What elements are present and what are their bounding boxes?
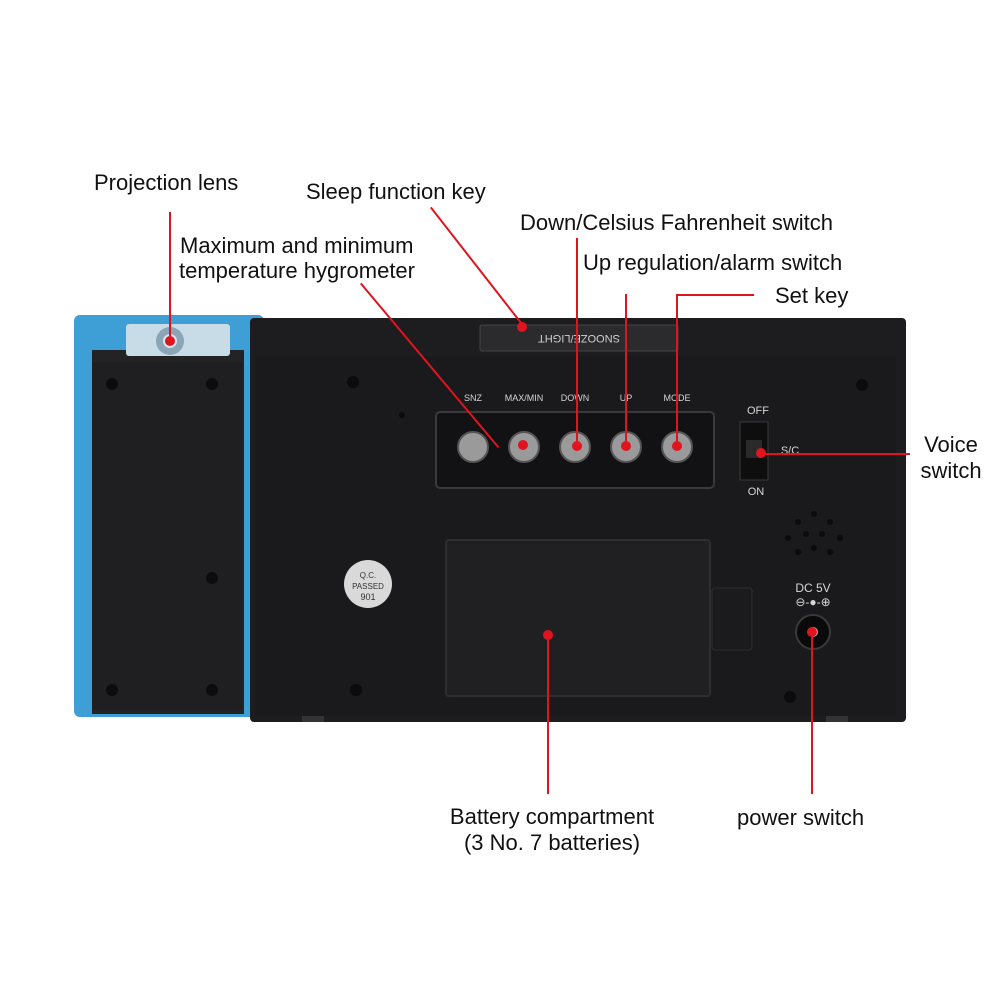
down-pointer	[576, 238, 578, 446]
slide-sc-text: S/C	[781, 445, 799, 457]
projector-module	[74, 315, 264, 717]
power-switch-dot	[807, 627, 817, 637]
battery-label-line1: Battery compartment	[449, 804, 655, 829]
device-button-label: DOWN	[561, 393, 590, 403]
set-key-pointer-v	[676, 294, 678, 446]
device-button-snz	[457, 431, 489, 463]
up-dot	[621, 441, 631, 451]
projection-lens-pointer	[169, 212, 171, 340]
power-switch-label: power switch	[737, 805, 865, 830]
device-button-label: SNZ	[464, 393, 483, 403]
voice-switch-pointer	[760, 453, 910, 455]
sleep-function-key-label: Sleep function key	[306, 179, 486, 204]
battery-label-line2: (3 No. 7 batteries)	[463, 830, 641, 855]
sleep-key-dot	[517, 322, 527, 332]
voice-switch-dot	[756, 448, 766, 458]
battery-pointer	[547, 634, 549, 794]
up-pointer	[625, 294, 627, 446]
set-key-label: Set key	[775, 283, 849, 308]
dc-label-text: DC 5V	[795, 581, 830, 595]
snooze-bar-text: SNOOZE/LIGHT	[538, 332, 620, 344]
slide-off-text: OFF	[747, 405, 769, 417]
projection-lens-dot	[165, 336, 175, 346]
device-button-label: MAX/MIN	[505, 393, 544, 403]
dc-polarity-icon: ⊖-●-⊕	[795, 595, 830, 609]
voice-switch-label-line1: Voice	[924, 432, 978, 457]
qc-line2: PASSED	[352, 582, 384, 591]
battery-dot	[543, 630, 553, 640]
maxmin-label-line2: temperature hygrometer	[179, 258, 415, 283]
set-key-dot	[672, 441, 682, 451]
down-celsius-label: Down/Celsius Fahrenheit switch	[520, 210, 834, 235]
qc-line1: Q.C.	[360, 571, 376, 580]
power-switch-pointer	[811, 634, 813, 794]
slide-on-text: ON	[748, 486, 765, 498]
projection-lens-label: Projection lens	[94, 170, 239, 195]
maxmin-label-line1: Maximum and minimum	[180, 233, 414, 258]
speaker-grill	[785, 511, 843, 555]
down-dot	[572, 441, 582, 451]
main-housing	[250, 318, 906, 722]
maxmin-dot	[518, 440, 528, 450]
qc-line3: 901	[360, 592, 375, 602]
set-key-pointer-h	[676, 294, 754, 296]
voice-switch-label-line2: switch	[920, 458, 982, 483]
up-regulation-label: Up regulation/alarm switch	[583, 250, 843, 275]
